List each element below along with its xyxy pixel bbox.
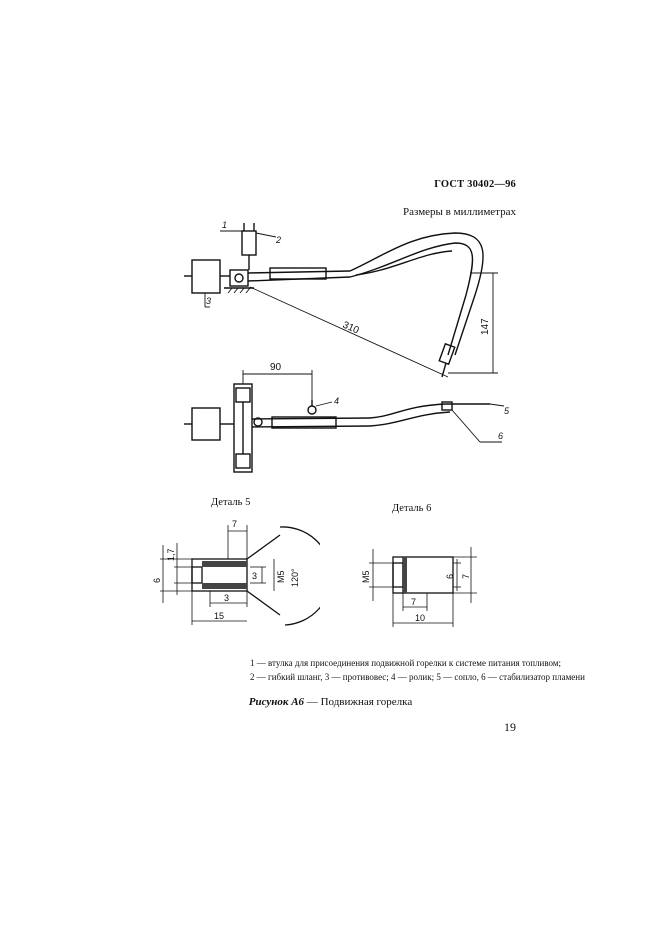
d6-dim-6: 6 (445, 574, 455, 579)
document-code: ГОСТ 30402—96 (434, 179, 516, 190)
detail-5-drawing: 6 1,7 7 3 M5 120° 3 15 (152, 519, 320, 626)
d5-dim-m5: M5 (276, 570, 286, 583)
callout-5: 5 (504, 406, 510, 416)
d5-dim-17: 1,7 (166, 548, 176, 561)
callout-6: 6 (498, 431, 503, 441)
arm-tube (271, 416, 337, 429)
callout-4: 4 (334, 396, 339, 406)
legend-line-2: 2 — гибкий шланг, 3 — противовес; 4 — ро… (250, 672, 585, 682)
hub (229, 269, 249, 287)
figure-label: Рисунок А6 (248, 696, 305, 708)
callout-1: 1 (222, 220, 227, 230)
d5-dim-15: 15 (214, 611, 224, 621)
callout-2: 2 (275, 235, 281, 245)
dim-310: 310 (341, 320, 361, 337)
legend-line-1: 1 — втулка для присоединения подвижной г… (250, 658, 562, 668)
d6-dim-m5: M5 (361, 570, 371, 583)
dim-147: 147 (480, 318, 491, 335)
d6-dim-7: 7 (461, 574, 471, 579)
callout-3: 3 (206, 296, 211, 306)
units-note: Размеры в миллиметрах (403, 206, 516, 218)
detail-6-drawing: M5 6 7 7 10 (361, 547, 477, 627)
counterweight (191, 259, 221, 294)
d5-dim-6: 6 (152, 578, 162, 583)
burner-bottom-view: 90 4 5 6 (184, 362, 510, 473)
d6-dim-10: 10 (415, 613, 425, 623)
legend: 1 — втулка для присоединения подвижной г… (250, 656, 585, 684)
d5-dim-angle: 120° (290, 568, 300, 587)
d5-dim-3: 3 (252, 571, 257, 581)
hose-tube (269, 267, 327, 280)
nozzle (441, 401, 453, 411)
detail-5-title: Деталь 5 (211, 497, 251, 508)
dim-90: 90 (270, 362, 282, 373)
roller (307, 405, 317, 415)
figure-text: — Подвижная горелка (304, 696, 413, 708)
d5-dim-b3: 3 (224, 593, 229, 603)
counterweight-2 (191, 407, 221, 441)
d6-dim-w7: 7 (411, 597, 416, 607)
page-number: 19 (504, 720, 516, 734)
figure-caption: Рисунок А6 — Подвижная горелка (200, 696, 461, 708)
d5-dim-7: 7 (232, 519, 237, 529)
detail-6-title: Деталь 6 (392, 503, 432, 514)
burner-top-view: 1 2 3 310 147 (184, 220, 498, 378)
sleeve (241, 230, 257, 256)
